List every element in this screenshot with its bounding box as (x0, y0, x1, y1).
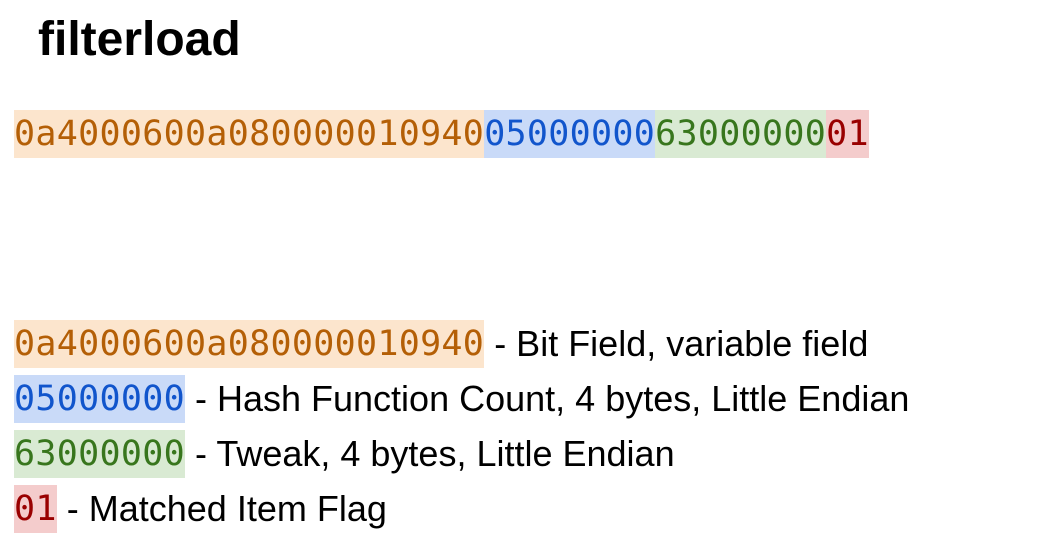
page-title: filterload (38, 13, 241, 66)
legend-code: 63000000 (14, 429, 185, 478)
legend-code: 01 (14, 484, 57, 533)
legend-description: - Bit Field, variable field (494, 322, 869, 364)
hex-segment-hash-function-count: 05000000 (484, 110, 656, 158)
legend-row-tweak: 63000000 - Tweak, 4 bytes, Little Endian (14, 426, 909, 481)
legend-code: 05000000 (14, 374, 185, 423)
hex-segment-bit-field: 0a4000600a080000010940 (14, 110, 485, 158)
legend-description: - Tweak, 4 bytes, Little Endian (194, 432, 675, 474)
legend-row-matched-item-flag: 01 - Matched Item Flag (14, 481, 909, 536)
legend-description: - Matched Item Flag (66, 487, 387, 529)
legend-row-bit-field: 0a4000600a080000010940 - Bit Field, vari… (14, 316, 909, 371)
field-legend: 0a4000600a080000010940 - Bit Field, vari… (14, 316, 909, 536)
legend-code: 0a4000600a080000010940 (14, 319, 485, 368)
legend-row-hash-function-count: 05000000 - Hash Function Count, 4 bytes,… (14, 371, 909, 426)
hex-segment-matched-item-flag: 01 (826, 110, 869, 158)
hex-segment-tweak: 63000000 (655, 110, 827, 158)
legend-description: - Hash Function Count, 4 bytes, Little E… (194, 377, 910, 419)
